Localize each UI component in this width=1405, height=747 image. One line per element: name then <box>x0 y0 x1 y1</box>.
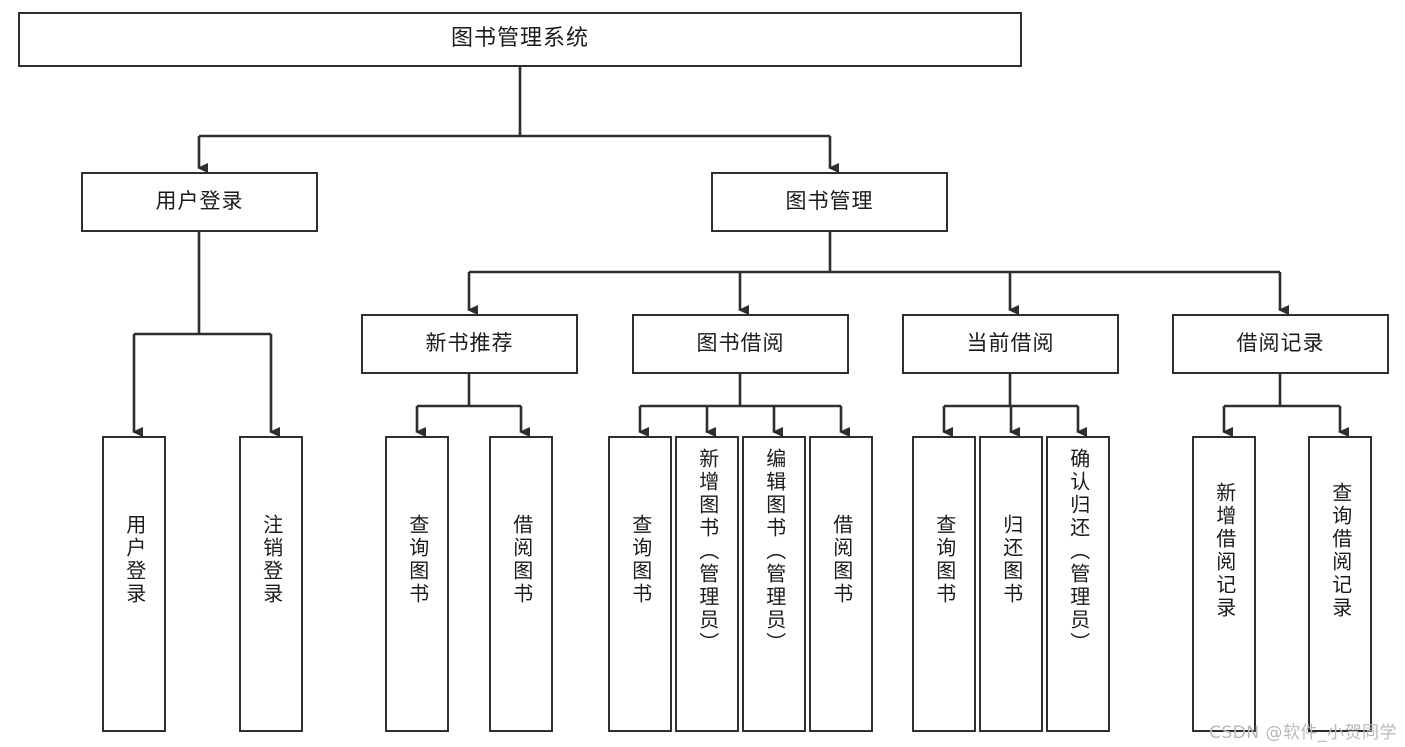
leaf-query-book-recommend[interactable]: 查询图书 <box>385 436 449 732</box>
node-label: 新增图书（管理员） <box>695 448 720 655</box>
node-label: 用户登录 <box>155 189 244 214</box>
node-current-borrow[interactable]: 当前借阅 <box>902 314 1119 374</box>
node-root-book-management-system[interactable]: 图书管理系统 <box>18 12 1022 67</box>
leaf-edit-book[interactable]: 编辑图书（管理员） <box>742 436 806 732</box>
node-label: 确认归还（管理员） <box>1066 448 1091 655</box>
node-borrow-record[interactable]: 借阅记录 <box>1172 314 1389 374</box>
leaf-borrow-book[interactable]: 借阅图书 <box>809 436 873 732</box>
leaf-borrow-book-recommend[interactable]: 借阅图书 <box>489 436 553 732</box>
node-label: 查询图书 <box>932 514 957 606</box>
node-label: 新增借阅记录 <box>1212 482 1237 620</box>
node-book-borrow[interactable]: 图书借阅 <box>632 314 849 374</box>
leaf-confirm-return[interactable]: 确认归还（管理员） <box>1046 436 1110 732</box>
node-label: 编辑图书（管理员） <box>762 448 787 655</box>
node-user-login[interactable]: 用户登录 <box>81 172 318 232</box>
node-label: 查询图书 <box>405 514 430 606</box>
csdn-watermark: CSDN @软件_小贺同学 <box>1209 723 1397 743</box>
node-label: 查询借阅记录 <box>1328 482 1353 620</box>
node-label: 当前借阅 <box>966 331 1055 356</box>
leaf-user-login[interactable]: 用户登录 <box>102 436 166 732</box>
leaf-add-borrow-record[interactable]: 新增借阅记录 <box>1192 436 1256 732</box>
leaf-add-book[interactable]: 新增图书（管理员） <box>675 436 739 732</box>
node-new-book-recommend[interactable]: 新书推荐 <box>361 314 578 374</box>
node-label: 图书管理系统 <box>450 26 589 52</box>
node-label: 用户登录 <box>122 514 147 606</box>
node-label: 新书推荐 <box>425 331 514 356</box>
leaf-query-book-current[interactable]: 查询图书 <box>912 436 976 732</box>
node-label: 注销登录 <box>259 514 284 606</box>
leaf-query-borrow-record[interactable]: 查询借阅记录 <box>1308 436 1372 732</box>
node-book-manage[interactable]: 图书管理 <box>711 172 948 232</box>
node-label: 图书借阅 <box>696 331 785 356</box>
node-label: 借阅图书 <box>829 514 854 606</box>
node-label: 借阅记录 <box>1236 331 1325 356</box>
leaf-return-book[interactable]: 归还图书 <box>979 436 1043 732</box>
node-label: 借阅图书 <box>509 514 534 606</box>
node-label: 图书管理 <box>785 189 874 214</box>
leaf-user-logout[interactable]: 注销登录 <box>239 436 303 732</box>
node-label: 归还图书 <box>999 514 1024 606</box>
leaf-query-book-borrow[interactable]: 查询图书 <box>608 436 672 732</box>
node-label: 查询图书 <box>628 514 653 606</box>
